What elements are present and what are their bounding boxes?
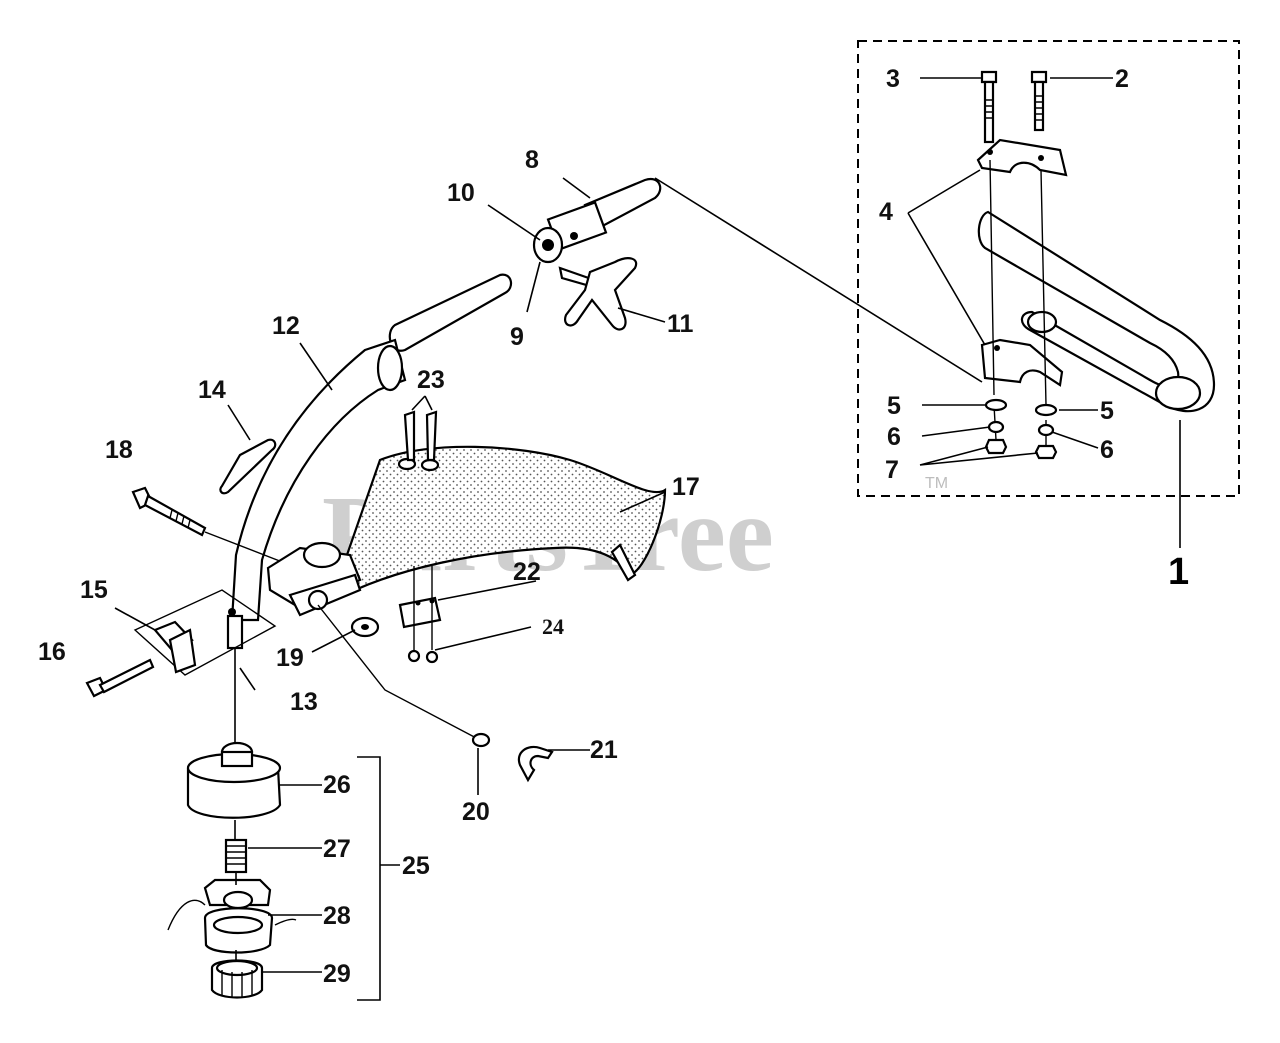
callout-22: 22	[513, 558, 541, 586]
washer-19	[317, 604, 481, 741]
block-22	[398, 566, 442, 664]
callout-26: 26	[323, 771, 351, 799]
nut-7-left	[984, 438, 1008, 455]
callouts: 1 2 3 4 5 5 6 6 7 8 9 10 11 12 13 14 15 …	[38, 65, 1189, 988]
tube-14	[219, 438, 277, 495]
screw-16	[85, 658, 155, 698]
callout-2: 2	[1115, 65, 1129, 93]
bolt-2	[1030, 70, 1048, 132]
callout-8: 8	[525, 146, 539, 174]
callout-14: 14	[198, 376, 226, 404]
leader-shaft-to-handle	[654, 177, 983, 383]
spring-27	[224, 838, 248, 874]
callout-15: 15	[80, 576, 108, 604]
bolt-3	[980, 70, 998, 144]
assembly-line-left	[989, 159, 997, 441]
shaft-tip-13	[226, 614, 244, 745]
callout-1: 1	[1168, 551, 1189, 593]
callout-16: 16	[38, 638, 66, 666]
callout-21: 21	[590, 736, 618, 764]
callout-28: 28	[323, 902, 351, 930]
callout-6-left: 6	[887, 423, 901, 451]
callout-20: 20	[462, 798, 490, 826]
upper-shaft	[532, 177, 662, 264]
bracket-15	[133, 589, 277, 676]
bolt-18	[131, 486, 291, 566]
callout-12: 12	[272, 312, 300, 340]
lockwasher-6-left	[987, 420, 1005, 434]
callout-17: 17	[672, 473, 700, 501]
shield-17	[266, 410, 667, 617]
assembly-line-right	[1040, 169, 1047, 445]
callout-5-left: 5	[887, 392, 901, 420]
callout-7: 7	[885, 456, 899, 484]
spool-28	[167, 878, 297, 954]
housing-26	[186, 741, 282, 819]
leader-lines	[99, 77, 1113, 973]
callout-29: 29	[323, 960, 351, 988]
callout-23: 23	[417, 366, 445, 394]
clip-21	[517, 745, 554, 783]
callout-24: 24	[542, 614, 564, 639]
washer-5-left	[984, 398, 1008, 412]
callout-25: 25	[402, 852, 430, 880]
handle-assembly-box	[857, 40, 1240, 497]
bracket-25	[357, 756, 400, 1001]
callout-19: 19	[276, 644, 304, 672]
callout-9: 9	[510, 323, 524, 351]
knob-29	[210, 959, 264, 999]
loop-handle	[977, 210, 1216, 413]
watermark-tm: TM	[925, 475, 948, 492]
clamp-top	[976, 138, 1068, 177]
nut-7-right	[1034, 444, 1058, 460]
callout-11: 11	[667, 310, 694, 338]
callout-6-right: 6	[1100, 436, 1114, 464]
callout-5-right: 5	[1100, 397, 1114, 425]
callout-27: 27	[323, 835, 351, 863]
callout-18: 18	[105, 436, 133, 464]
callout-3: 3	[886, 65, 900, 93]
knob-11	[558, 257, 638, 331]
washer-20	[471, 732, 491, 748]
lockwasher-6-right	[1037, 423, 1055, 437]
lower-shaft	[228, 273, 513, 622]
clamp-bottom	[980, 338, 1064, 387]
callout-10: 10	[447, 179, 475, 207]
washer-5-right	[1034, 403, 1058, 417]
callout-4: 4	[879, 198, 893, 226]
callout-13: 13	[290, 688, 318, 716]
